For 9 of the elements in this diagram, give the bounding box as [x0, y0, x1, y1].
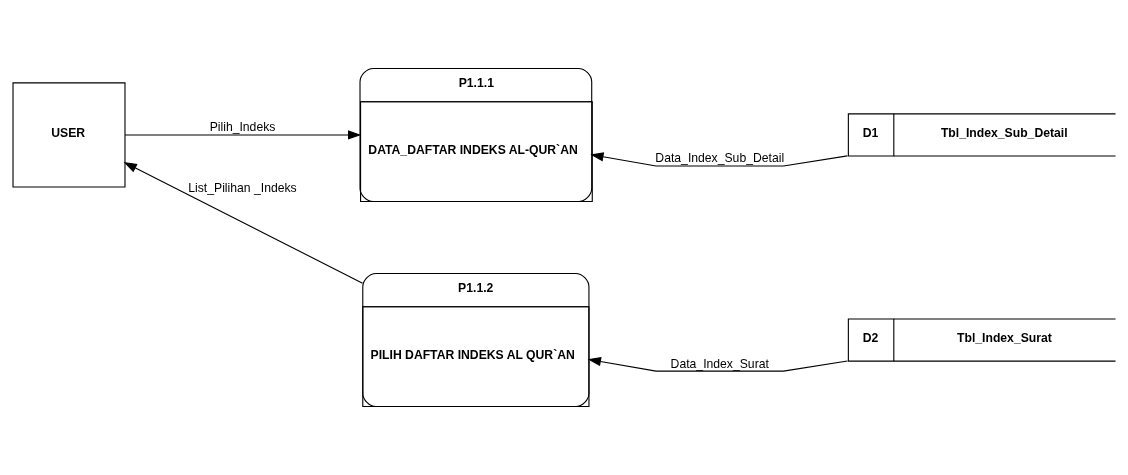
edge-label: Data_Index_Sub_Detail	[655, 151, 785, 166]
arrow	[590, 152, 848, 167]
edge-label: Pilih_Indeks	[209, 120, 276, 135]
edge-label: List_Pilihan _Indeks	[188, 181, 297, 196]
arrow	[587, 356, 848, 372]
node-box: USER	[12, 82, 126, 188]
arrow	[123, 162, 364, 284]
arrow	[124, 130, 362, 140]
edge-label: Data_Index_Surat	[670, 356, 769, 371]
